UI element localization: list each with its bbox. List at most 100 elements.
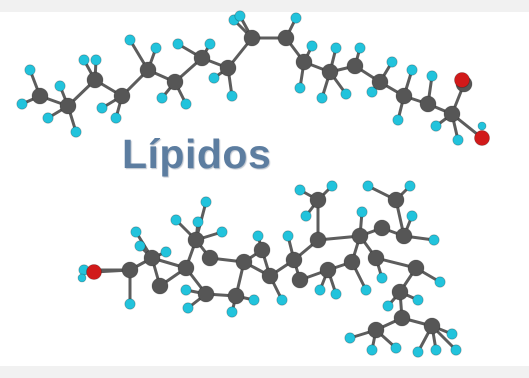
hydrogen-atom (306, 40, 318, 52)
carbon-atom (143, 249, 161, 267)
carbon-atom (253, 241, 271, 259)
hydrogen-atom (412, 294, 424, 306)
hydrogen-atom (326, 180, 338, 192)
hydrogen-atom (252, 230, 264, 242)
carbon-atom (319, 261, 337, 279)
carbon-atom (391, 283, 409, 301)
hydrogen-atom (360, 284, 372, 296)
hydrogen-atom (382, 300, 394, 312)
hydrogen-atom (96, 102, 108, 114)
hydrogen-atom (330, 288, 342, 300)
hydrogen-atom (276, 294, 288, 306)
hydrogen-atom (290, 12, 302, 24)
hydrogen-atom (90, 54, 102, 66)
hydrogen-atom (316, 92, 328, 104)
hydrogen-atom (386, 56, 398, 68)
hydrogen-atom (248, 294, 260, 306)
hydrogen-atom (16, 98, 28, 110)
carbon-atom (419, 95, 437, 113)
oxygen-atom (474, 130, 490, 146)
hydrogen-atom (366, 344, 378, 356)
oxygen-atom (454, 72, 470, 88)
hydrogen-atom (234, 10, 246, 22)
carbon-atom (187, 231, 205, 249)
carbon-atom (227, 287, 245, 305)
hydrogen-atom (226, 306, 238, 318)
hydrogen-atom (294, 184, 306, 196)
hydrogen-atom (70, 126, 82, 138)
hydrogen-atom (180, 98, 192, 110)
carbon-atom (285, 251, 303, 269)
carbon-atom (351, 227, 369, 245)
hydrogen-atom (430, 344, 442, 356)
hydrogen-atom (428, 234, 440, 246)
carbon-atom (367, 321, 385, 339)
carbon-atom (166, 73, 184, 91)
hydrogen-atom (376, 272, 388, 284)
carbon-atom (295, 53, 313, 71)
carbon-atom (277, 29, 295, 47)
top-strip (0, 0, 529, 12)
hydrogen-atom (446, 328, 458, 340)
hydrogen-atom (406, 64, 418, 76)
hydrogen-atom (430, 120, 442, 132)
hydrogen-atom (366, 86, 378, 98)
hydrogen-atom (340, 88, 352, 100)
hydrogen-atom (124, 34, 136, 46)
hydrogen-atom (477, 121, 487, 131)
carbon-atom (395, 87, 413, 105)
hydrogen-atom (452, 134, 464, 146)
hydrogen-atom (150, 42, 162, 54)
hydrogen-atom (282, 230, 294, 242)
hydrogen-atom (208, 72, 220, 84)
carbon-atom (443, 105, 461, 123)
carbon-atom (309, 191, 327, 209)
hydrogen-atom (450, 344, 462, 356)
carbon-atom (291, 271, 309, 289)
carbon-atom (309, 231, 327, 249)
hydrogen-atom (362, 180, 374, 192)
hydrogen-atom (110, 112, 122, 124)
carbon-atom (373, 219, 391, 237)
hydrogen-atom (226, 90, 238, 102)
oxygen-atom (86, 264, 102, 280)
hydrogen-atom (314, 284, 326, 296)
carbon-atom (59, 97, 77, 115)
carbon-atom (235, 253, 253, 271)
hydrogen-atom (434, 276, 446, 288)
carbon-atom (423, 317, 441, 335)
atoms (16, 10, 490, 358)
carbon-atom (86, 71, 104, 89)
carbon-atom (367, 249, 385, 267)
carbon-atom (346, 57, 364, 75)
carbon-atom (261, 267, 279, 285)
hydrogen-atom (170, 214, 182, 226)
hydrogen-atom (300, 210, 312, 222)
carbon-atom (321, 63, 339, 81)
carbon-atom (201, 249, 219, 267)
hydrogen-atom (124, 298, 136, 310)
carbon-atom (371, 73, 389, 91)
hydrogen-atom (24, 64, 36, 76)
hydrogen-atom (294, 82, 306, 94)
hydrogen-atom (77, 273, 87, 283)
hydrogen-atom (182, 302, 194, 314)
carbon-atom (243, 29, 261, 47)
carbon-atom (407, 259, 425, 277)
carbon-atom (121, 261, 139, 279)
carbon-atom (139, 61, 157, 79)
hydrogen-atom (78, 54, 90, 66)
carbon-atom (177, 259, 195, 277)
hydrogen-atom (354, 42, 366, 54)
hydrogen-atom (200, 196, 212, 208)
carbon-atom (219, 59, 237, 77)
hydrogen-atom (426, 70, 438, 82)
hydrogen-atom (390, 342, 402, 354)
hydrogen-atom (216, 226, 228, 238)
carbon-atom (343, 253, 361, 271)
hydrogen-atom (134, 240, 146, 252)
title-text: Lípidos (122, 131, 272, 177)
hydrogen-atom (130, 226, 142, 238)
